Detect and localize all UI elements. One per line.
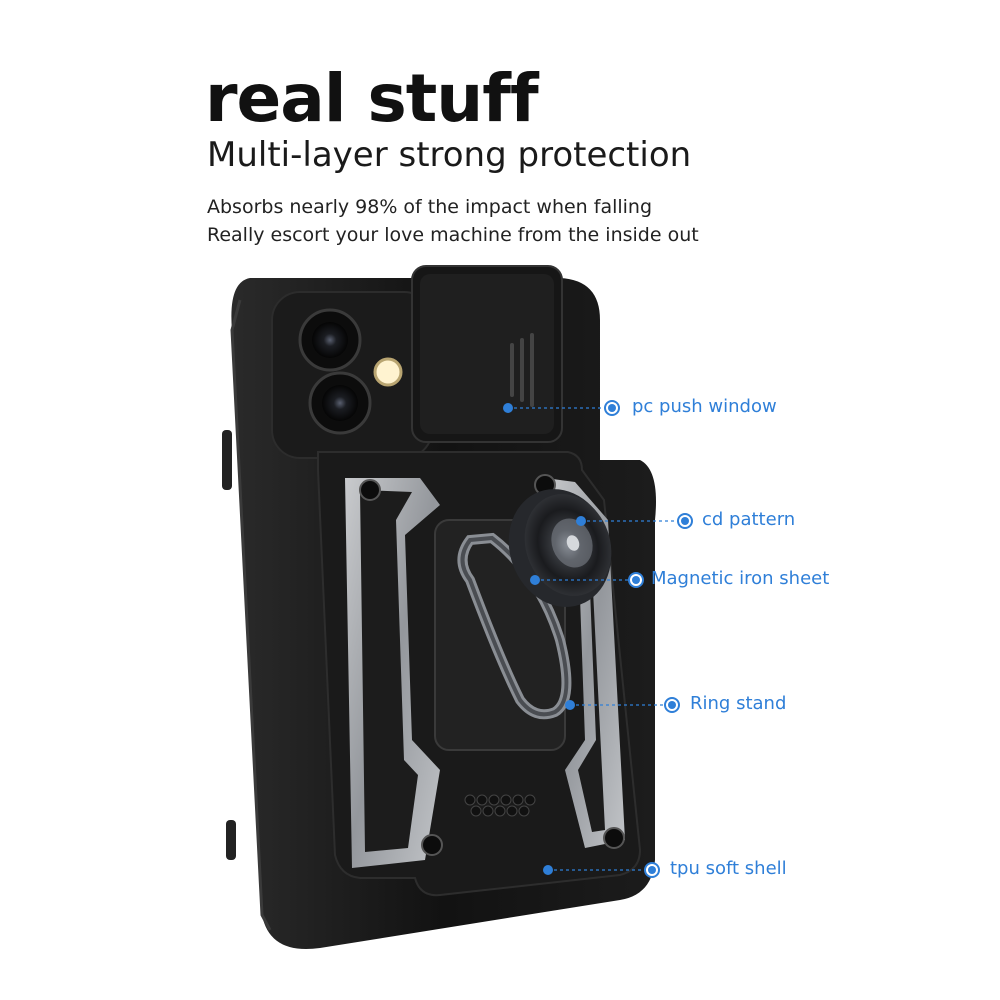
flash-icon (373, 357, 403, 387)
callout-marker-pc-push-window (503, 400, 620, 416)
headline: real stuff (205, 60, 539, 137)
callout-label-pc-push-window: pc push window (632, 396, 777, 417)
callout-marker-cd-pattern (576, 513, 693, 529)
tagline-impact: Absorbs nearly 98% of the impact when fa… (207, 196, 653, 218)
subheadline: Multi-layer strong protection (207, 135, 692, 175)
camera-module (271, 291, 433, 459)
callout-markers (503, 400, 693, 878)
callout-marker-magnetic-iron-sheet (530, 572, 644, 588)
tagline-protection: Really escort your love machine from the… (207, 224, 699, 246)
callout-label-magnetic-iron-sheet: Magnetic iron sheet (651, 568, 830, 589)
callout-marker-tpu-soft-shell (543, 862, 660, 878)
ring-stand (457, 532, 572, 720)
callout-label-tpu-soft-shell: tpu soft shell (670, 858, 787, 879)
pc-push-window (411, 265, 563, 443)
callout-label-ring-stand: Ring stand (690, 693, 787, 714)
callout-marker-ring-stand (565, 697, 680, 713)
callout-label-cd-pattern: cd pattern (702, 509, 796, 530)
